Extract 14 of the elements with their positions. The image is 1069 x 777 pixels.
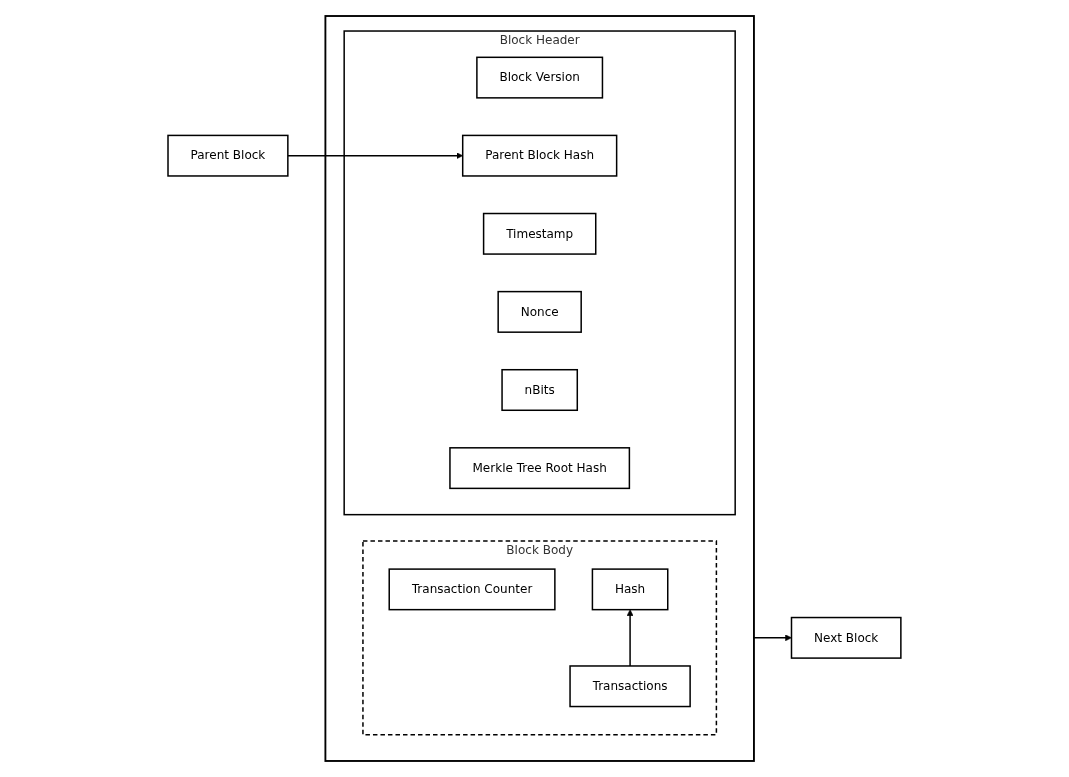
node-box: Transactions — [569, 665, 691, 708]
arrow — [753, 634, 792, 642]
node-box: Parent Block — [167, 134, 289, 177]
arrow — [626, 609, 634, 667]
node-box: Nonce — [497, 290, 582, 333]
node-box: Merkle Tree Root Hash — [449, 447, 631, 490]
node-box: Transaction Counter — [388, 568, 556, 611]
cluster — [324, 15, 755, 762]
node-box: Hash — [591, 568, 669, 611]
node-box: Next Block — [790, 616, 902, 659]
node-box: Block Version — [476, 56, 604, 99]
node-box: Timestamp — [482, 212, 597, 255]
node-box: Parent Block Hash — [462, 134, 618, 177]
node-box: nBits — [501, 368, 579, 411]
